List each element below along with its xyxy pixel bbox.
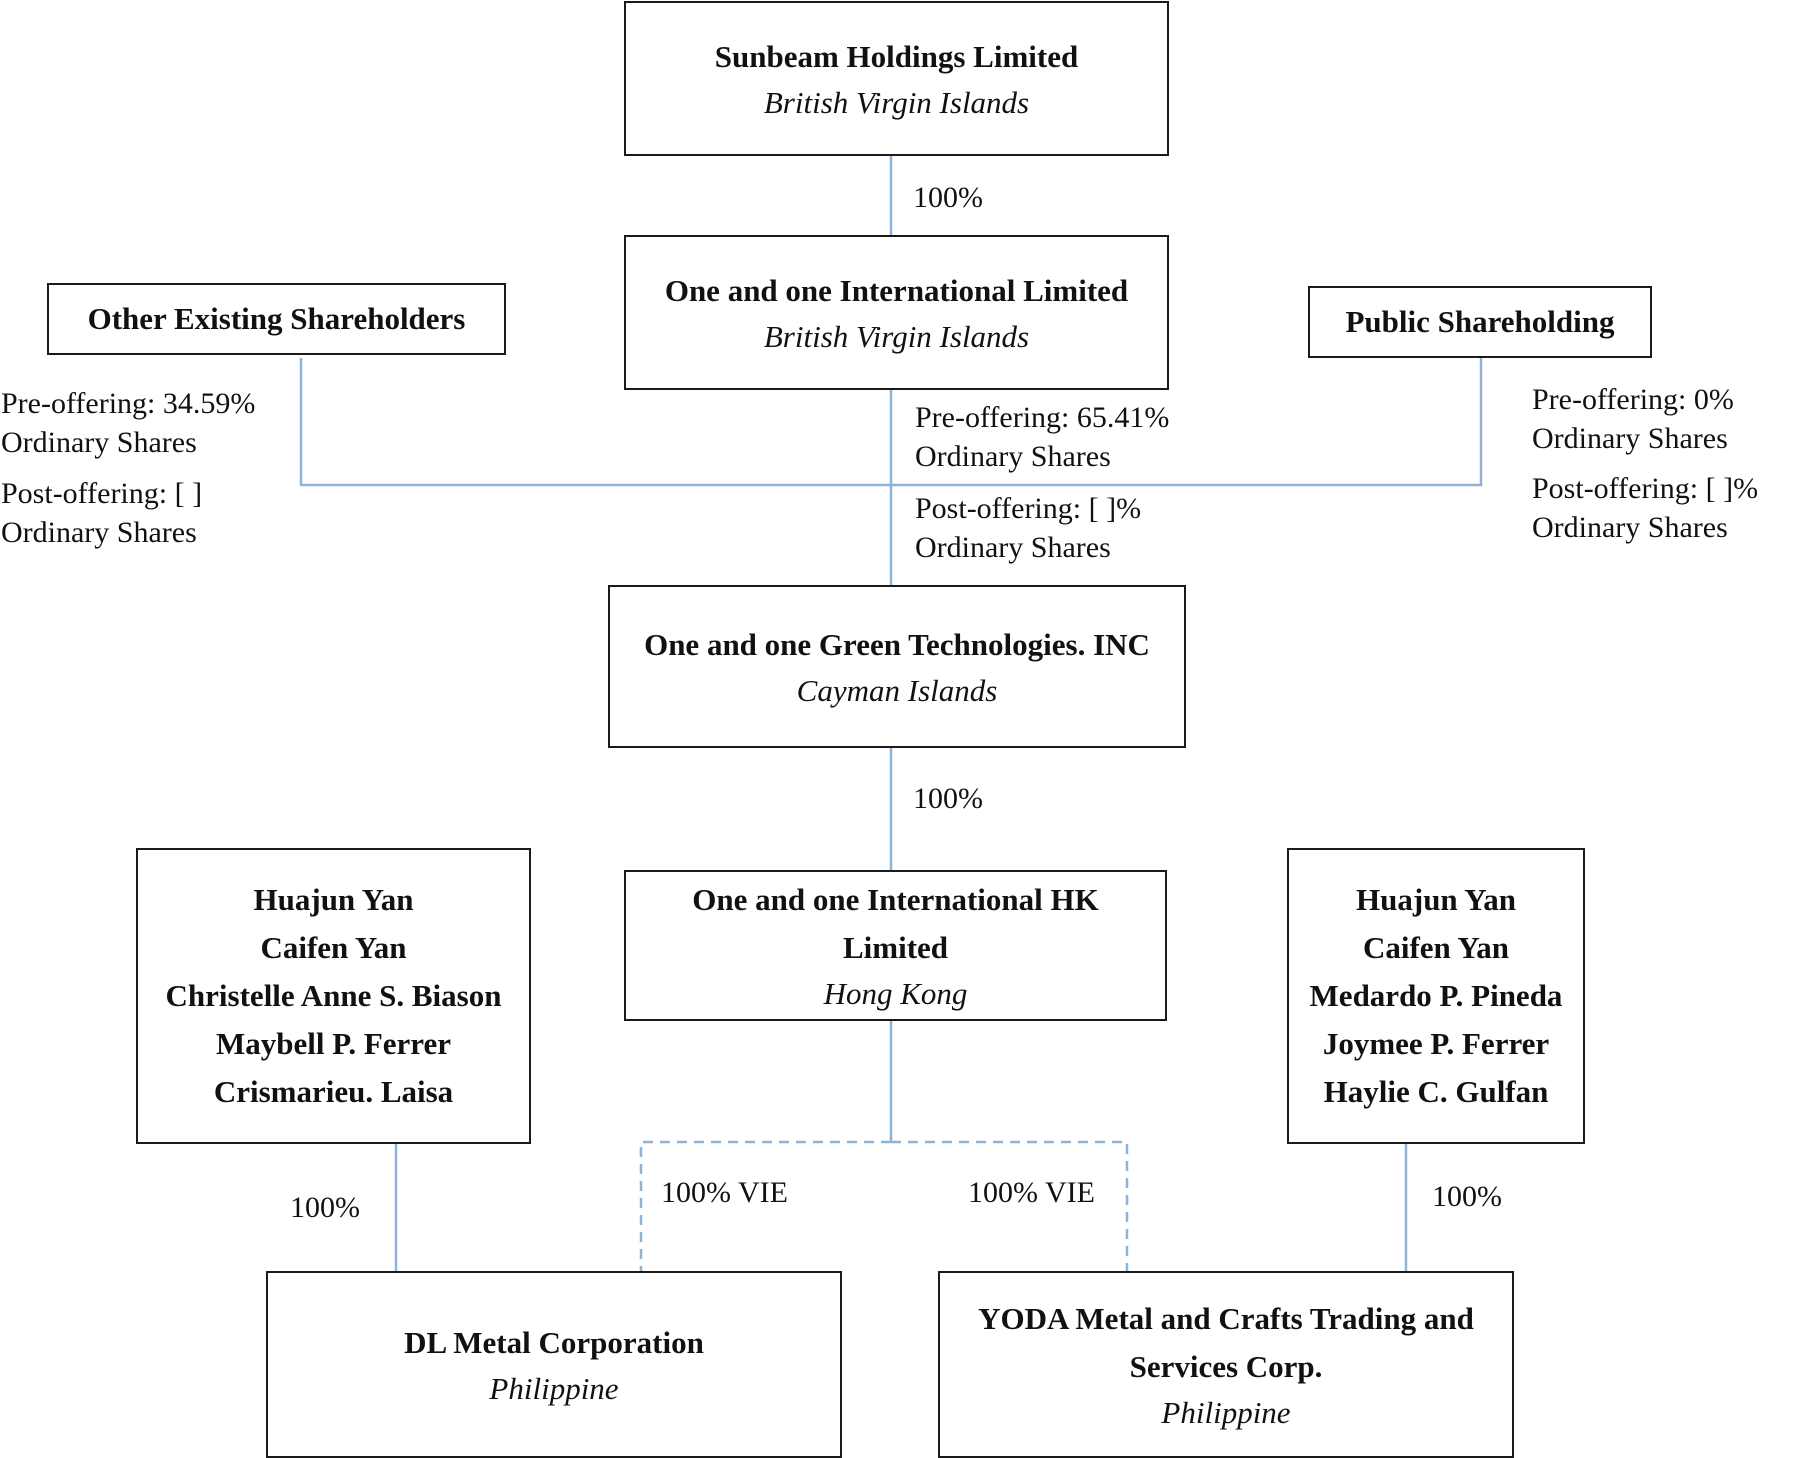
entity-jurisdiction: Philippine <box>1161 1394 1291 1430</box>
entity-jurisdiction: Cayman Islands <box>796 672 998 708</box>
public-shareholding-box: Public Shareholding <box>1308 286 1652 358</box>
connector-vie-yoda <box>891 1140 1129 1273</box>
owner-name: Haylie C. Gulfan <box>1323 1074 1549 1109</box>
owner-name: Caifen Yan <box>260 930 407 965</box>
owner-name: Christelle Anne S. Biason <box>165 978 502 1013</box>
entity-name: One and one International Limited <box>664 272 1129 308</box>
pct-dl-owners: 100% <box>290 1191 360 1224</box>
one-intl-box: One and one International Limited Britis… <box>624 235 1169 390</box>
shares-label: Ordinary Shares <box>1532 511 1728 544</box>
connector-other-shareholders <box>299 358 1483 487</box>
entity-name: Other Existing Shareholders <box>87 301 466 336</box>
other-shareholders-box: Other Existing Shareholders <box>47 283 506 355</box>
intl-stake: Pre-offering: 65.41% Ordinary Shares Pos… <box>915 398 1169 567</box>
pct-vie-dl: 100% VIE <box>661 1176 788 1209</box>
pre-offering-label: Pre-offering: 0% <box>1532 383 1734 416</box>
pct-yoda-owners: 100% <box>1432 1180 1502 1213</box>
shares-label: Ordinary Shares <box>1 426 197 459</box>
shares-label: Ordinary Shares <box>915 531 1111 564</box>
other-shareholders-stake: Pre-offering: 34.59% Ordinary Shares Pos… <box>1 384 255 552</box>
pre-offering-label: Pre-offering: 65.41% <box>915 401 1170 434</box>
pre-offering-label: Pre-offering: 34.59% <box>1 387 256 420</box>
dl-metal-box: DL Metal Corporation Philippine <box>266 1271 842 1458</box>
entity-jurisdiction: Philippine <box>489 1370 619 1406</box>
entity-name: One and one Green Technologies. INC <box>644 626 1150 662</box>
entity-name-line2: Services Corp. <box>1129 1348 1323 1384</box>
dl-owners-box: Huajun Yan Caifen Yan Christelle Anne S.… <box>136 848 531 1144</box>
owner-name: Maybell P. Ferrer <box>216 1026 451 1061</box>
entity-name-line2: Limited <box>842 929 949 965</box>
green-tech-box: One and one Green Technologies. INC Caym… <box>608 585 1186 748</box>
owner-name: Joymee P. Ferrer <box>1322 1026 1550 1061</box>
owner-name: Crismarieu. Laisa <box>213 1074 454 1109</box>
owner-name: Huajun Yan <box>1356 882 1516 917</box>
post-offering-label: Post-offering: [ ] <box>1 477 203 510</box>
entity-name-line1: One and one International HK <box>692 881 1099 917</box>
post-offering-label: Post-offering: [ ]% <box>915 492 1142 525</box>
sunbeam-box: Sunbeam Holdings Limited British Virgin … <box>624 1 1169 156</box>
owner-name: Huajun Yan <box>253 882 414 917</box>
pct-green-hk: 100% <box>913 782 983 815</box>
entity-name: Sunbeam Holdings Limited <box>714 38 1079 74</box>
owner-name: Medardo P. Pineda <box>1309 978 1563 1013</box>
owner-name: Caifen Yan <box>1362 930 1510 965</box>
hk-box: One and one International HK Limited Hon… <box>624 870 1167 1021</box>
shares-label: Ordinary Shares <box>915 440 1111 473</box>
post-offering-label: Post-offering: [ ]% <box>1532 472 1759 505</box>
entity-name-line1: YODA Metal and Crafts Trading and <box>978 1300 1474 1336</box>
entity-name: Public Shareholding <box>1345 304 1615 339</box>
pct-sunbeam-intl: 100% <box>913 181 983 214</box>
pct-vie-yoda: 100% VIE <box>968 1176 1095 1209</box>
yoda-owners-box: Huajun Yan Caifen Yan Medardo P. Pineda … <box>1287 848 1585 1144</box>
entity-jurisdiction: British Virgin Islands <box>763 84 1030 120</box>
shares-label: Ordinary Shares <box>1532 422 1728 455</box>
shares-label: Ordinary Shares <box>1 516 197 549</box>
public-stake: Pre-offering: 0% Ordinary Shares Post-of… <box>1532 380 1758 547</box>
entity-jurisdiction: Hong Kong <box>823 975 968 1011</box>
entity-name: DL Metal Corporation <box>404 1324 704 1360</box>
yoda-box: YODA Metal and Crafts Trading and Servic… <box>938 1271 1514 1458</box>
entity-jurisdiction: British Virgin Islands <box>763 318 1030 354</box>
